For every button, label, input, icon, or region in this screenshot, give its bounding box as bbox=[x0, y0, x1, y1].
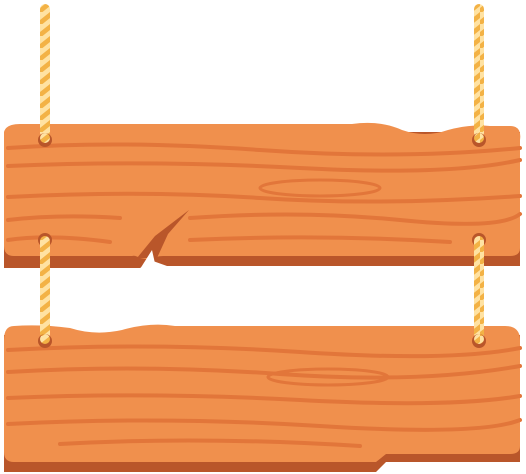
top-board-crack bbox=[137, 210, 189, 258]
top-right-rope bbox=[472, 4, 486, 147]
top-board-grain bbox=[6, 142, 522, 244]
bottom-board-grain bbox=[6, 344, 522, 448]
bottom-sign-board bbox=[4, 324, 522, 472]
top-board-crack-gap bbox=[140, 250, 156, 269]
top-left-rope bbox=[38, 4, 52, 147]
bottom-right-rope bbox=[472, 233, 486, 348]
top-sign-board bbox=[4, 122, 522, 269]
bottom-left-rope bbox=[38, 233, 52, 348]
